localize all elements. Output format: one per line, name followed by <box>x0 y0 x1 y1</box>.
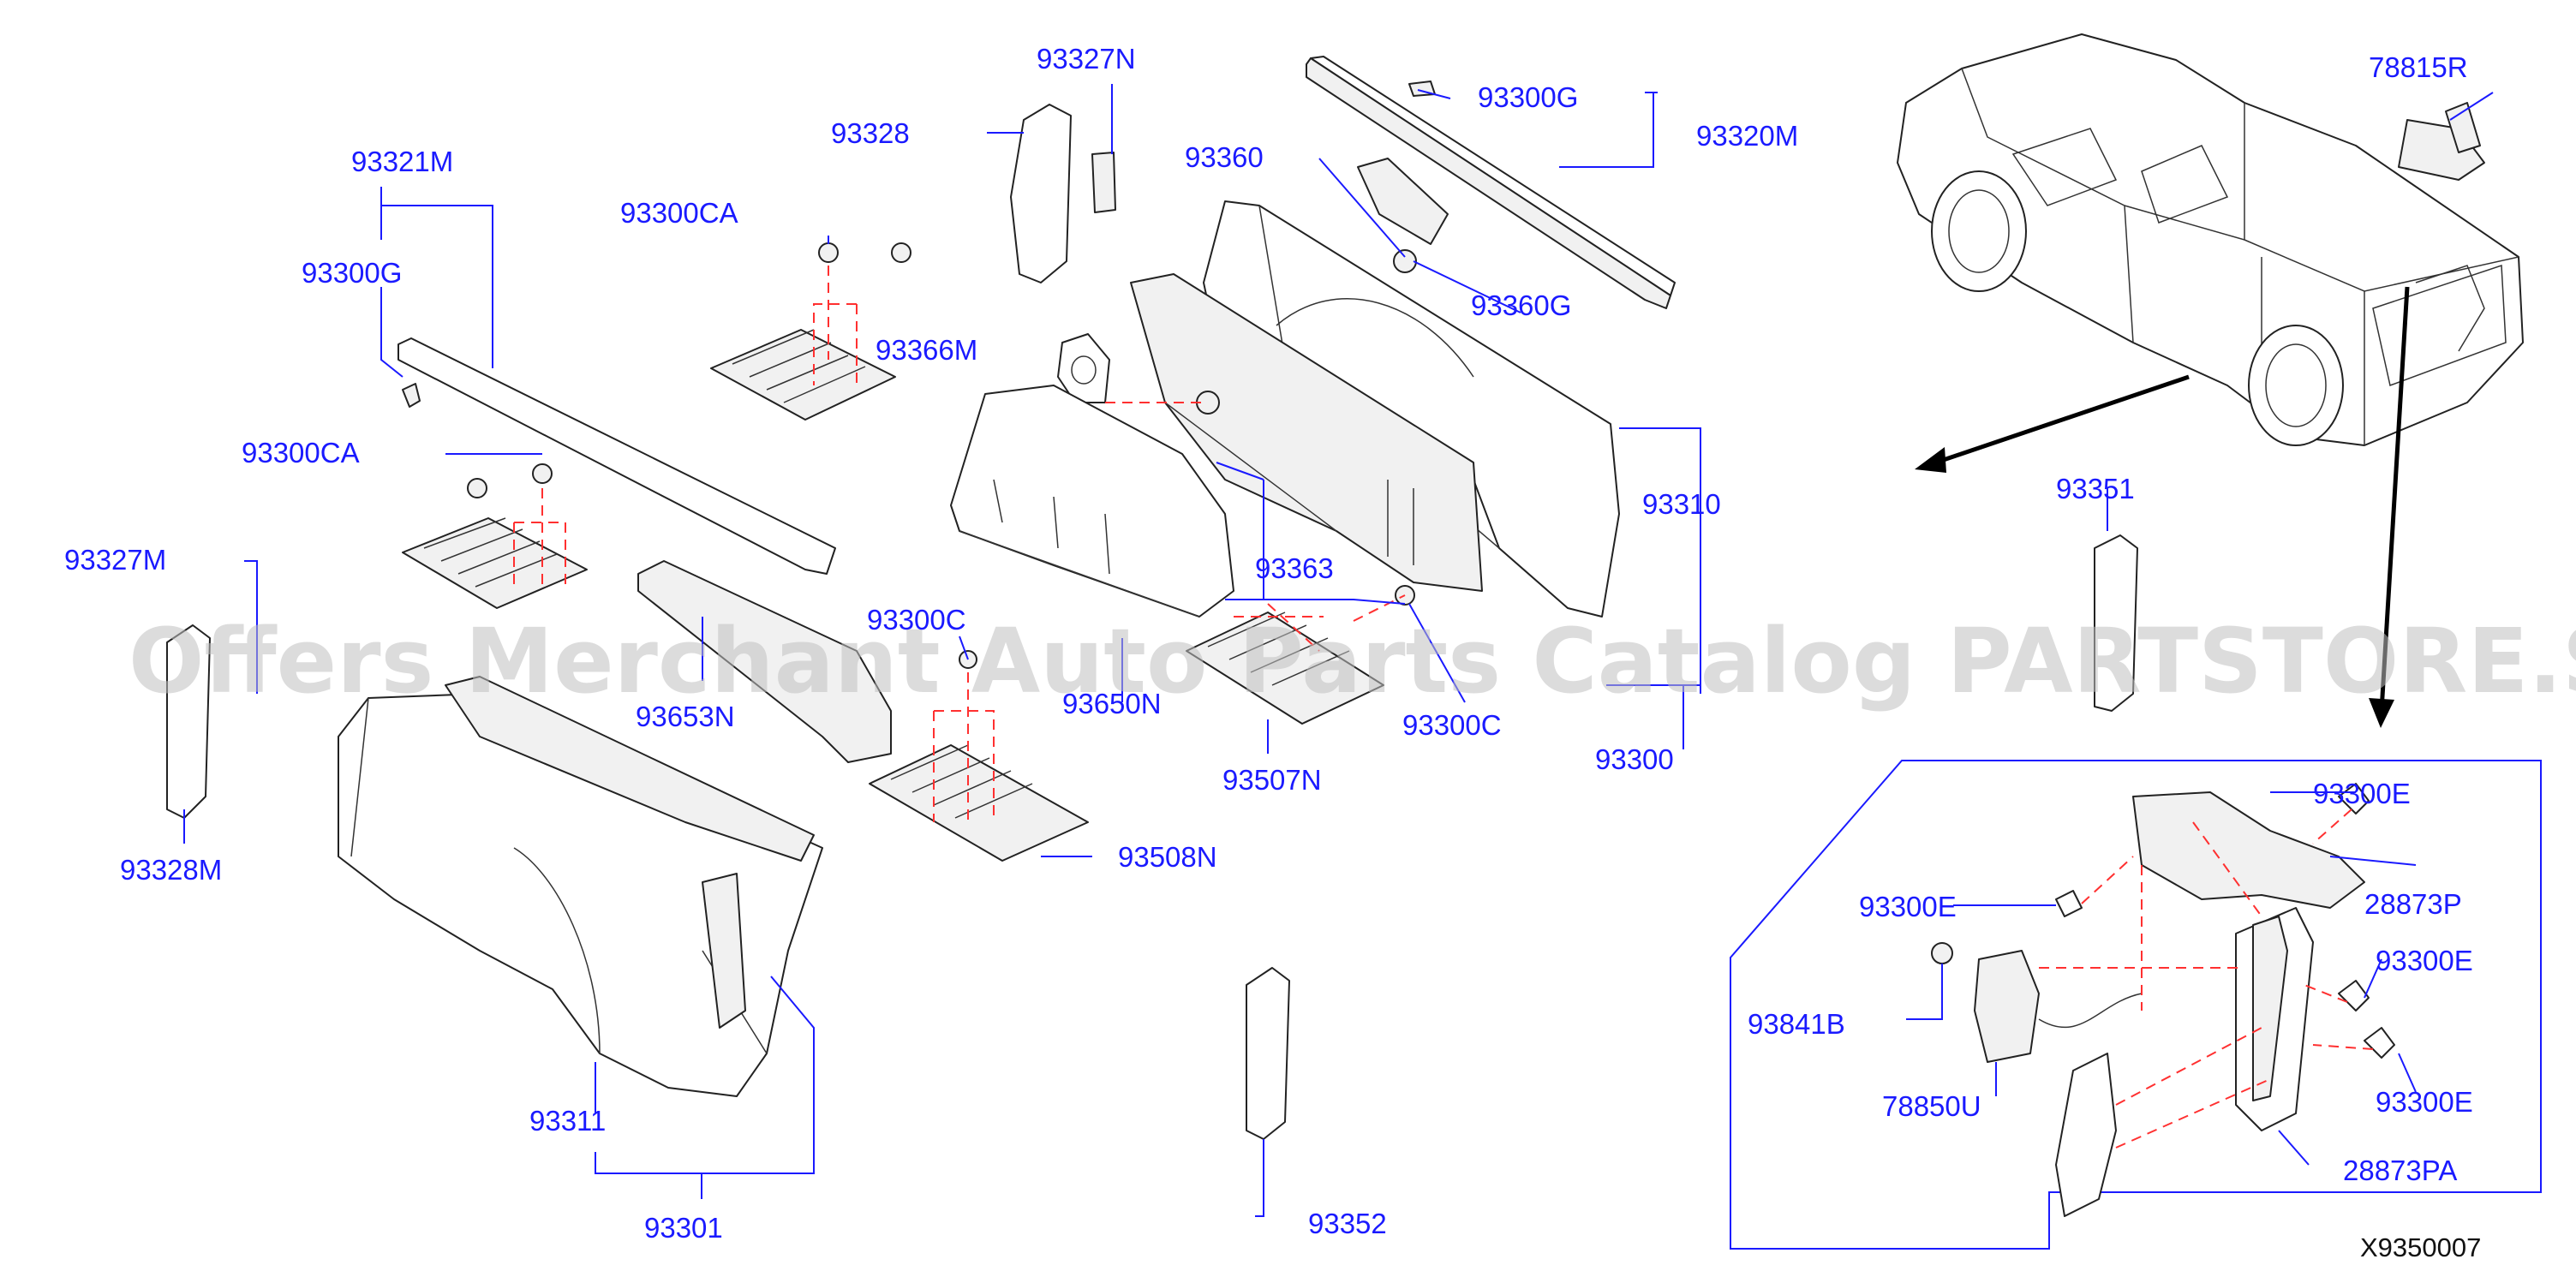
label-93363: 93363 <box>1255 552 1334 584</box>
truck-overview <box>1897 33 2524 446</box>
label-93300E-4: 93300E <box>2376 1086 2473 1118</box>
label-93650N: 93650N <box>1062 688 1162 719</box>
label-78850U: 78850U <box>1882 1090 1981 1122</box>
label-93300E-3: 93300E <box>2376 945 2473 976</box>
label-28873P: 28873P <box>2364 888 2462 920</box>
label-93300G-left: 93300G <box>302 257 402 289</box>
label-93320M: 93320M <box>1696 120 1798 152</box>
label-93300E-1: 93300E <box>2313 778 2411 809</box>
label-93300G-top: 93300G <box>1478 81 1578 113</box>
label-93300: 93300 <box>1595 743 1674 775</box>
label-93327N: 93327N <box>1037 43 1136 75</box>
dashed-leaders <box>513 266 1406 822</box>
label-93351: 93351 <box>2056 473 2135 504</box>
callout-leaders <box>183 84 2494 1217</box>
part-labels: 93327N 93328 93300G 93320M 78815R 93321M… <box>64 43 2473 1244</box>
detail-inset-frame <box>1730 760 2542 1250</box>
label-93360G: 93360G <box>1471 289 1571 321</box>
figure-code: X9350007 <box>2360 1232 2481 1262</box>
label-93508N: 93508N <box>1118 841 1217 873</box>
label-93300E-2: 93300E <box>1859 891 1957 922</box>
label-93300CA-mid: 93300CA <box>242 437 360 468</box>
label-93300C-a: 93300C <box>867 604 966 636</box>
wheelhouse <box>950 385 1234 618</box>
label-93300C-b: 93300C <box>1402 709 1502 741</box>
label-93321M: 93321M <box>351 146 453 177</box>
label-93311: 93311 <box>529 1105 606 1137</box>
label-93653N: 93653N <box>636 701 735 732</box>
label-93310: 93310 <box>1642 488 1721 520</box>
floor-pads <box>402 329 1384 862</box>
inset-dashed-leaders <box>2039 809 2374 1149</box>
label-28873PA: 28873PA <box>2343 1155 2457 1186</box>
label-93352: 93352 <box>1308 1208 1387 1239</box>
corner-brackets <box>166 104 2138 1140</box>
label-93301: 93301 <box>644 1212 723 1244</box>
watermark-text: Offers Merchant Auto Parts Catalog PARTS… <box>129 609 2576 713</box>
bed-rail-left <box>397 337 836 575</box>
label-93328M: 93328M <box>120 854 222 886</box>
fasteners <box>467 102 2481 669</box>
wheelhouse-seal <box>637 560 892 763</box>
label-78815R: 78815R <box>2369 51 2468 83</box>
label-93360: 93360 <box>1185 141 1264 173</box>
label-93841B: 93841B <box>1748 1008 1845 1040</box>
label-93366M: 93366M <box>876 334 977 366</box>
label-93507N: 93507N <box>1222 764 1322 796</box>
label-93300CA-top: 93300CA <box>620 197 738 229</box>
inner-side-panel <box>1057 200 1620 618</box>
label-93328: 93328 <box>831 117 910 149</box>
label-93327M: 93327M <box>64 544 166 576</box>
arrow-to-bed <box>1922 374 2190 469</box>
arrow-to-inset <box>2379 286 2410 712</box>
inset-parts <box>1931 783 2395 1217</box>
outer-side-panel <box>338 676 823 1097</box>
